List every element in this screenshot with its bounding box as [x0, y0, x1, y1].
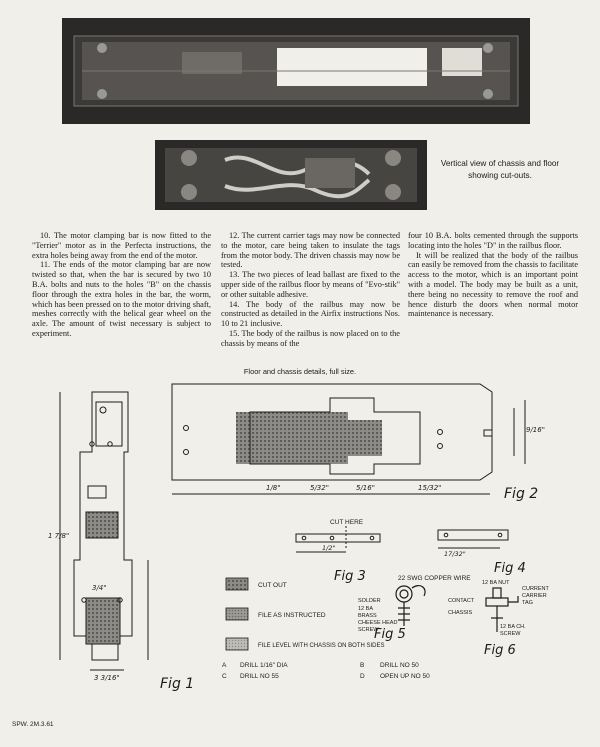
drill-notes: A DRILL 1/16" DIA B DRILL NO 50 C DRILL …: [222, 662, 430, 680]
drill-b-text: DRILL NO 50: [380, 662, 419, 669]
fig1-chassis-drawing: [59, 391, 149, 671]
paragraph-15: 15. The body of the railbus is now place…: [221, 328, 400, 348]
paragraph-10: 10. The motor clamping bar is now fitted…: [32, 231, 211, 260]
fig6-part-labels: 12 BA NUT CURRENT CARRIER TAG CONTACT CH…: [448, 580, 550, 637]
chassis-floor-photo-art: [62, 18, 530, 124]
chassis-motor-photo-art: [155, 140, 427, 210]
fig3-drawing: [295, 526, 381, 553]
fig5-part-cheese-head: CHEESE HEAD: [358, 620, 397, 626]
fig5-wire-label: 22 SWG COPPER WIRE: [398, 575, 471, 582]
paragraph-14: 14. The body of the railbus may now be c…: [221, 299, 400, 329]
fig6-part-12ba-ch: 12 BA CH.: [500, 624, 526, 630]
chassis-motor-photo: [155, 140, 427, 210]
legend: CUT OUT FILE AS INSTRUCTED FILE LEVEL WI…: [225, 577, 384, 651]
fig6-title: Fig 6: [484, 643, 516, 658]
legend-swatch-level: [225, 637, 249, 651]
fig5-part-screw: SCREW: [358, 627, 379, 633]
dim-17-32: 17/32": [444, 550, 466, 558]
drill-c-text: DRILL NO 55: [240, 673, 279, 680]
dim-5-16: 5/16": [356, 484, 375, 492]
legend-cut-out: CUT OUT: [258, 582, 287, 589]
dim-1-2: 1/2": [322, 544, 335, 552]
paragraph-13: 13. The two pieces of lead ballast are f…: [221, 270, 400, 299]
text-column-3: four 10 B.A. bolts cemented through the …: [408, 231, 578, 319]
drill-b-key: B: [360, 662, 364, 669]
fig2-title: Fig 2: [504, 486, 538, 502]
paragraph-12: 12. The current carrier tags may now be …: [221, 231, 400, 270]
fig1-title: Fig 1: [160, 676, 194, 692]
fig3-cut-here: CUT HERE: [330, 519, 364, 526]
drill-a-key: A: [222, 662, 227, 669]
fig6-drawing: [485, 587, 519, 632]
fig4-drawing: [437, 529, 509, 549]
dim-1-8: 1/8": [266, 484, 281, 492]
fig6-part-nut: 12 BA NUT: [482, 580, 510, 586]
dim-15-32: 15/32": [418, 484, 441, 492]
fig5-part-12ba: 12 BA: [358, 606, 373, 612]
legend-swatch-cut: [225, 577, 249, 591]
fig6-part-screw: SCREW: [500, 631, 521, 637]
paragraph-closing: It will be realized that the body of the…: [408, 250, 578, 319]
drill-c-key: C: [222, 673, 227, 680]
dimension-labels: 1/8" 5/32" 5/16" 15/32" 9/16" 1/2" 17/32…: [48, 426, 545, 682]
fig6-part-current: CURRENT: [522, 586, 550, 592]
photo-caption: Vertical view of chassis and floor showi…: [440, 159, 560, 180]
fig4-title: Fig 4: [494, 561, 526, 576]
footer-code: SPW. 2M.3.61: [12, 721, 54, 728]
fig5-drawing: [395, 584, 426, 626]
drill-d-key: D: [360, 673, 365, 680]
dim-5-32: 5/32": [310, 484, 329, 492]
fig5-part-labels: SOLDER 12 BA BRASS CHEESE HEAD SCREW: [358, 598, 397, 633]
fig6-part-chassis: CHASSIS: [448, 610, 472, 616]
fig2-floor-drawing: [171, 383, 526, 495]
paragraph-15-cont: four 10 B.A. bolts cemented through the …: [408, 231, 578, 250]
drill-a-text: DRILL 1/16" DIA: [240, 662, 288, 669]
fig6-part-carrier: CARRIER: [522, 593, 547, 599]
paragraph-11: 11. The ends of the motor clamping bar a…: [32, 260, 211, 338]
dim-3-3-16: 3 3/16": [94, 674, 120, 682]
fig5-part-brass: BRASS: [358, 613, 377, 619]
fig6-part-contact: CONTACT: [448, 598, 475, 604]
legend-file-as-instructed: FILE AS INSTRUCTED: [258, 612, 326, 619]
drill-d-text: OPEN UP NO 50: [380, 673, 430, 680]
legend-file-level: FILE LEVEL WITH CHASSIS ON BOTH SIDES: [258, 643, 384, 649]
fig3-title: Fig 3: [334, 569, 366, 584]
dim-1-7-8: 1 7/8": [48, 532, 69, 540]
fig5-part-solder: SOLDER: [358, 598, 381, 604]
dim-3-4: 3/4": [92, 584, 107, 592]
dim-9-16: 9/16": [526, 426, 545, 434]
chassis-floor-photo: [62, 18, 530, 124]
fig6-part-tag: TAG: [522, 600, 533, 606]
fig5-title: Fig 5: [374, 627, 406, 642]
text-column-2: 12. The current carrier tags may now be …: [221, 231, 400, 349]
legend-swatch-file: [225, 607, 249, 621]
drawing-caption: Floor and chassis details, full size.: [243, 367, 357, 376]
text-column-1: 10. The motor clamping bar is now fitted…: [32, 231, 211, 339]
